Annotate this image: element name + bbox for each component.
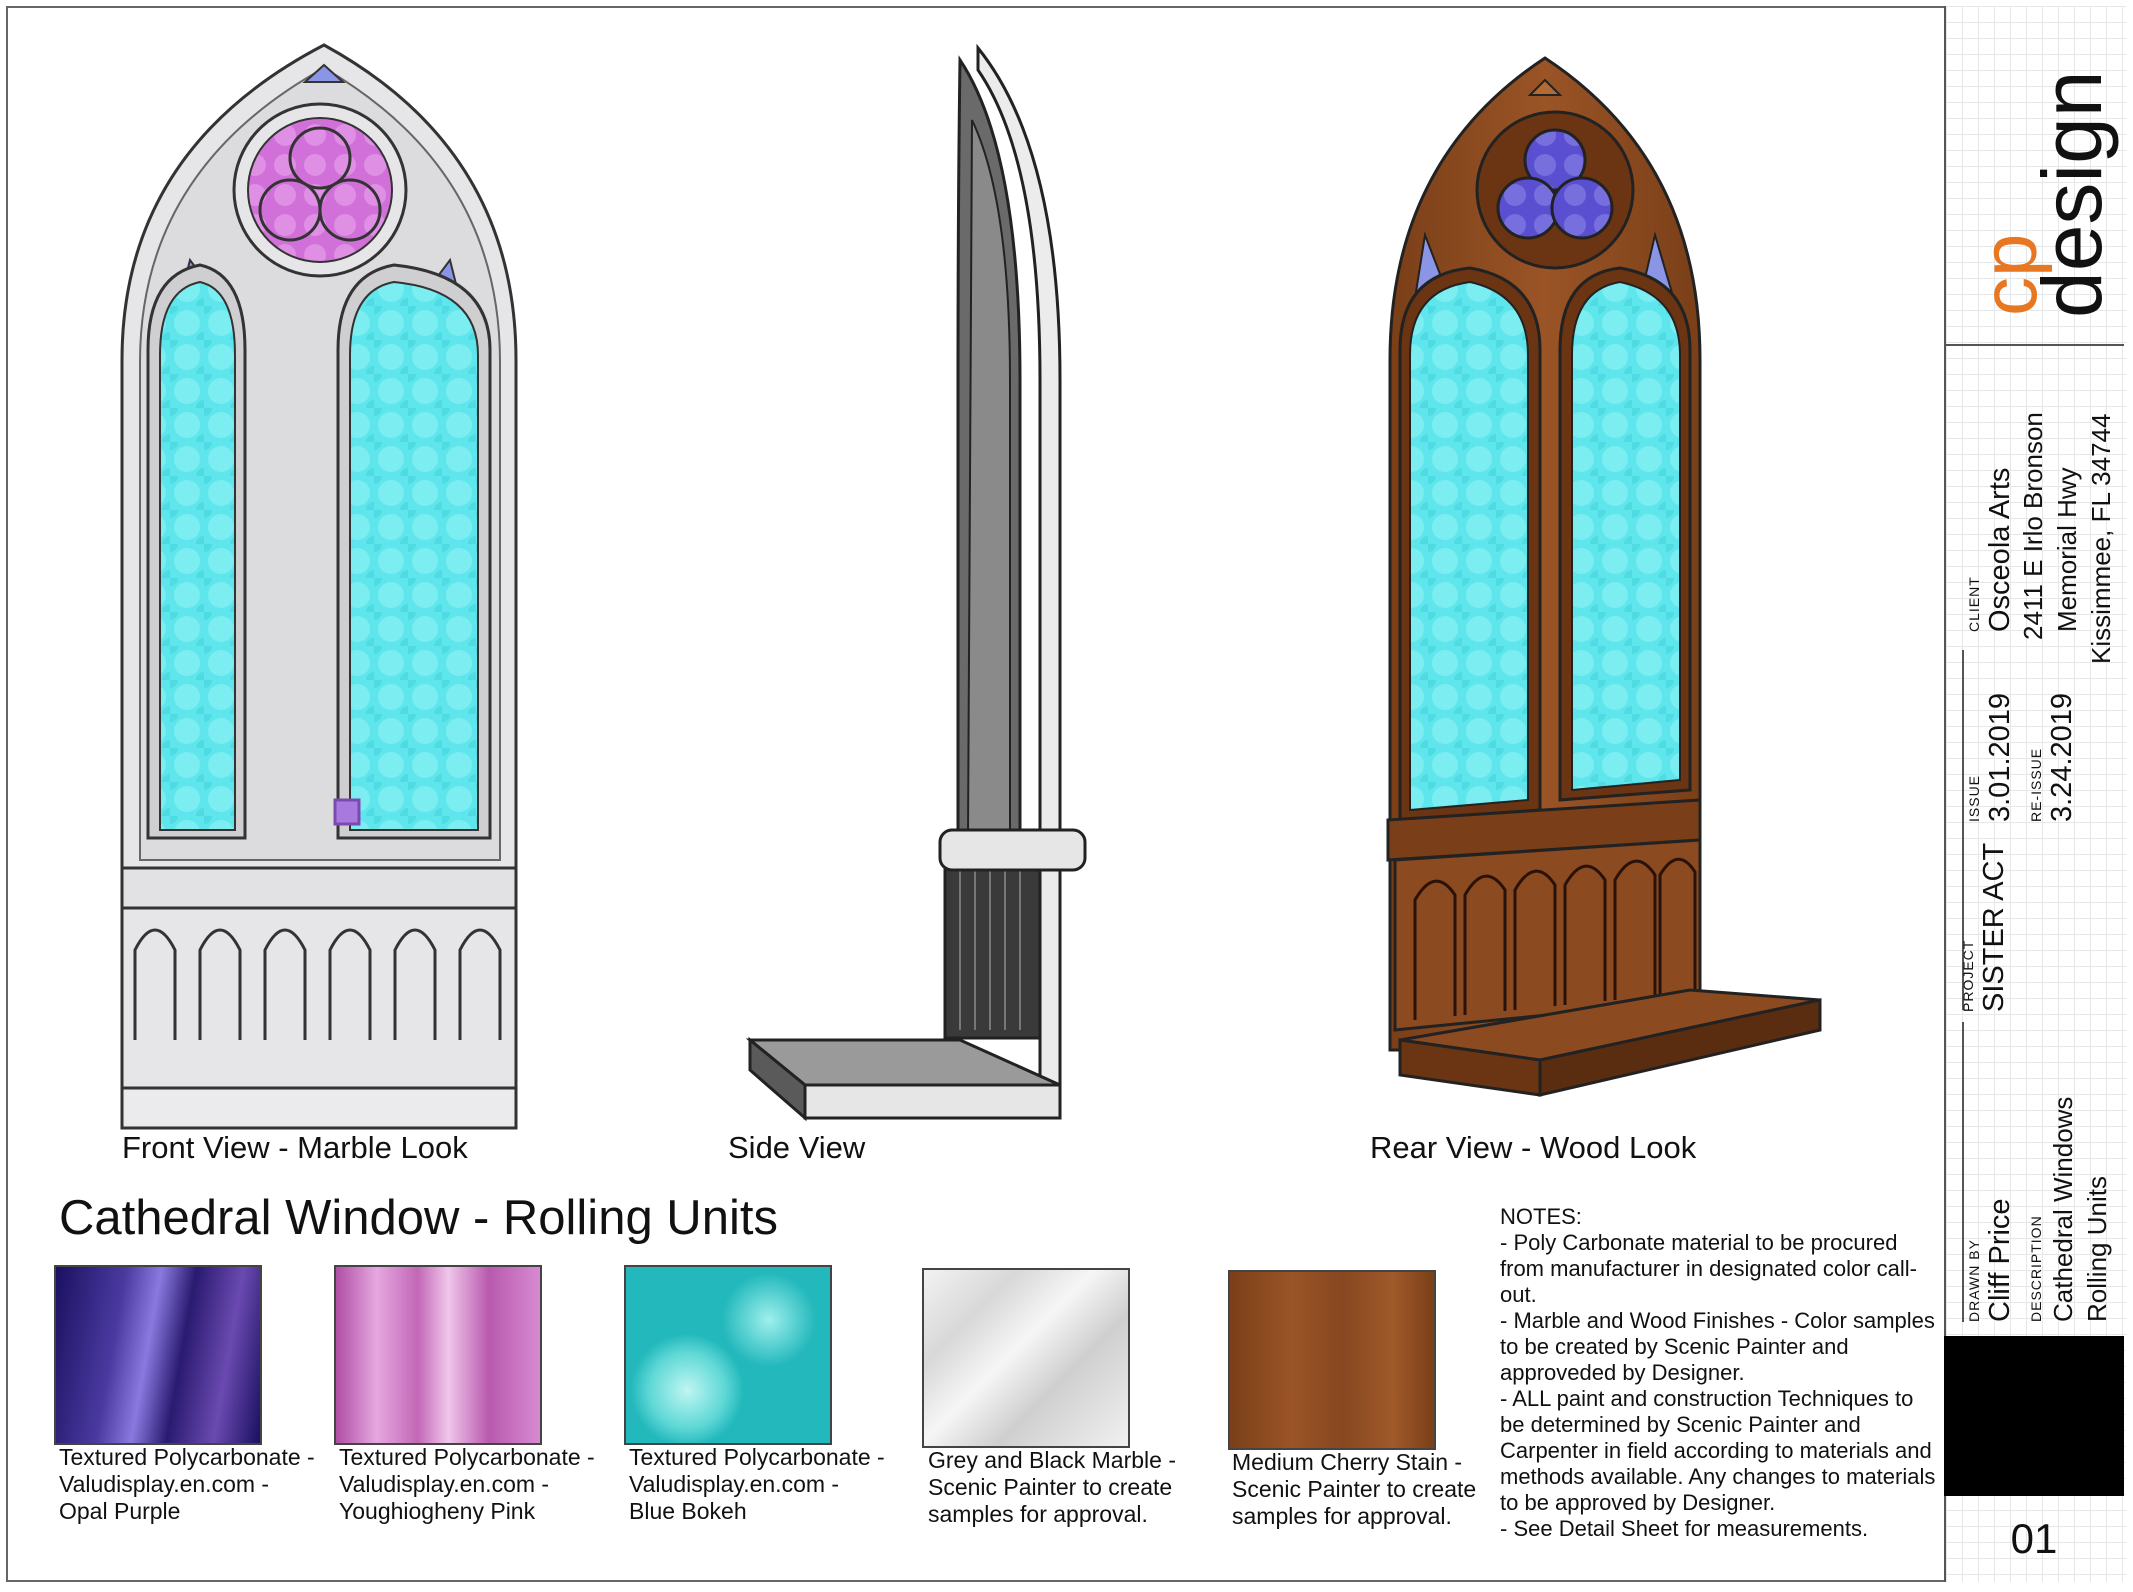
sheet-title: Cathedral Window - Rolling Units (59, 1191, 778, 1245)
front-view-window (120, 43, 518, 1130)
description-line-1: Cathedral Windows (2048, 1096, 2078, 1322)
reissue-label: RE-ISSUE (2028, 747, 2044, 822)
tb-divider (1962, 1022, 1964, 1322)
notes-line: - Poly Carbonate material to be procured… (1500, 1230, 1917, 1307)
drawn-by-label: DRAWN BY (1966, 1239, 1982, 1322)
swatch-caption-youghiogheny-pink: Textured Polycarbonate - Valudisplay.en.… (339, 1444, 595, 1524)
tb-divider (1962, 650, 1964, 1010)
notes-line: - Marble and Wood Finishes - Color sampl… (1500, 1308, 1935, 1385)
description-line-2: Rolling Units (2082, 1176, 2112, 1322)
drawn-by: Cliff Price (1984, 1198, 2016, 1322)
project-label: PROJECT (1960, 939, 1976, 1012)
rear-view-window (1386, 56, 1822, 1097)
swatch-caption-cherry: Medium Cherry Stain - Scenic Painter to … (1232, 1449, 1477, 1529)
description-label: DESCRIPTION (2028, 1215, 2044, 1322)
swatch-caption-opal-purple: Textured Polycarbonate - Valudisplay.en.… (59, 1444, 315, 1524)
issue-label: ISSUE (1966, 774, 1982, 822)
client-address-2: Memorial Hwy (2052, 467, 2082, 632)
notes-block: NOTES: - Poly Carbonate material to be p… (1500, 1204, 1940, 1542)
title-block-black-band (1944, 1336, 2124, 1496)
issue-date: 3.01.2019 (1984, 692, 2016, 822)
swatch-grey-black-marble (922, 1268, 1130, 1448)
front-view-label: Front View - Marble Look (122, 1130, 468, 1165)
rear-view-label: Rear View - Wood Look (1370, 1130, 1697, 1165)
logo-design: design (2025, 70, 2119, 318)
title-block (1944, 6, 2126, 1582)
notes-title: NOTES: (1500, 1204, 1582, 1229)
project-name: SISTER ACT (1978, 842, 2010, 1012)
side-view-window (745, 43, 1087, 1122)
swatch-opal-purple (54, 1265, 262, 1445)
notes-line: - See Detail Sheet for measurements. (1500, 1516, 1869, 1541)
notes-line: - ALL paint and construction Techniques … (1500, 1386, 1936, 1515)
swatch-blue-bokeh (624, 1265, 832, 1445)
window-drawings (120, 43, 1822, 1130)
client-label: CLIENT (1966, 576, 1982, 632)
client-name: Osceola Arts (1984, 467, 2016, 632)
swatch-medium-cherry-stain (1228, 1270, 1436, 1450)
swatch-caption-blue-bokeh: Textured Polycarbonate - Valudisplay.en.… (629, 1444, 885, 1524)
sheet-number: 01 (2010, 1515, 2058, 1562)
side-view-label: Side View (728, 1130, 866, 1165)
reissue-date: 3.24.2019 (2046, 692, 2078, 822)
swatch-caption-marble: Grey and Black Marble - Scenic Painter t… (928, 1447, 1176, 1527)
tb-divider (1944, 344, 2124, 346)
client-address-1: 2411 E Irlo Bronson (2018, 412, 2048, 640)
client-address-3: Kissimmee, FL 34744 (2086, 413, 2116, 664)
swatch-youghiogheny-pink (334, 1265, 542, 1445)
